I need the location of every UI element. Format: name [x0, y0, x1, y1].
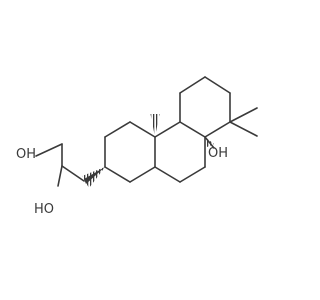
bond-skeleton: [35, 76, 258, 187]
bond: [204, 76, 231, 94]
molecule-diagram: OH HO OH: [16, 76, 258, 217]
side-chain-bond: [61, 165, 85, 182]
bond: [129, 166, 156, 183]
hashed-hydroxyl-bond: [205, 137, 214, 147]
hydroxyl-label-ring: OH: [208, 146, 228, 161]
bond: [154, 166, 181, 183]
bond: [204, 121, 231, 138]
side-chain-bond: [35, 143, 63, 157]
bond: [154, 121, 181, 138]
bond: [104, 121, 131, 138]
bond: [129, 121, 156, 138]
methyl-bond: [229, 121, 258, 137]
hydroxyl-label-primary: OH: [16, 147, 36, 162]
bond: [179, 121, 206, 138]
hydroxyl-label-secondary: HO: [34, 202, 54, 217]
methyl-bond: [229, 107, 258, 123]
hydroxyl-bond: [57, 165, 63, 187]
bond: [179, 76, 206, 94]
hashed-methyl-bond: [82, 167, 105, 188]
bond: [104, 166, 131, 183]
bond: [179, 166, 206, 183]
hashed-methyl-bond: [150, 114, 160, 137]
